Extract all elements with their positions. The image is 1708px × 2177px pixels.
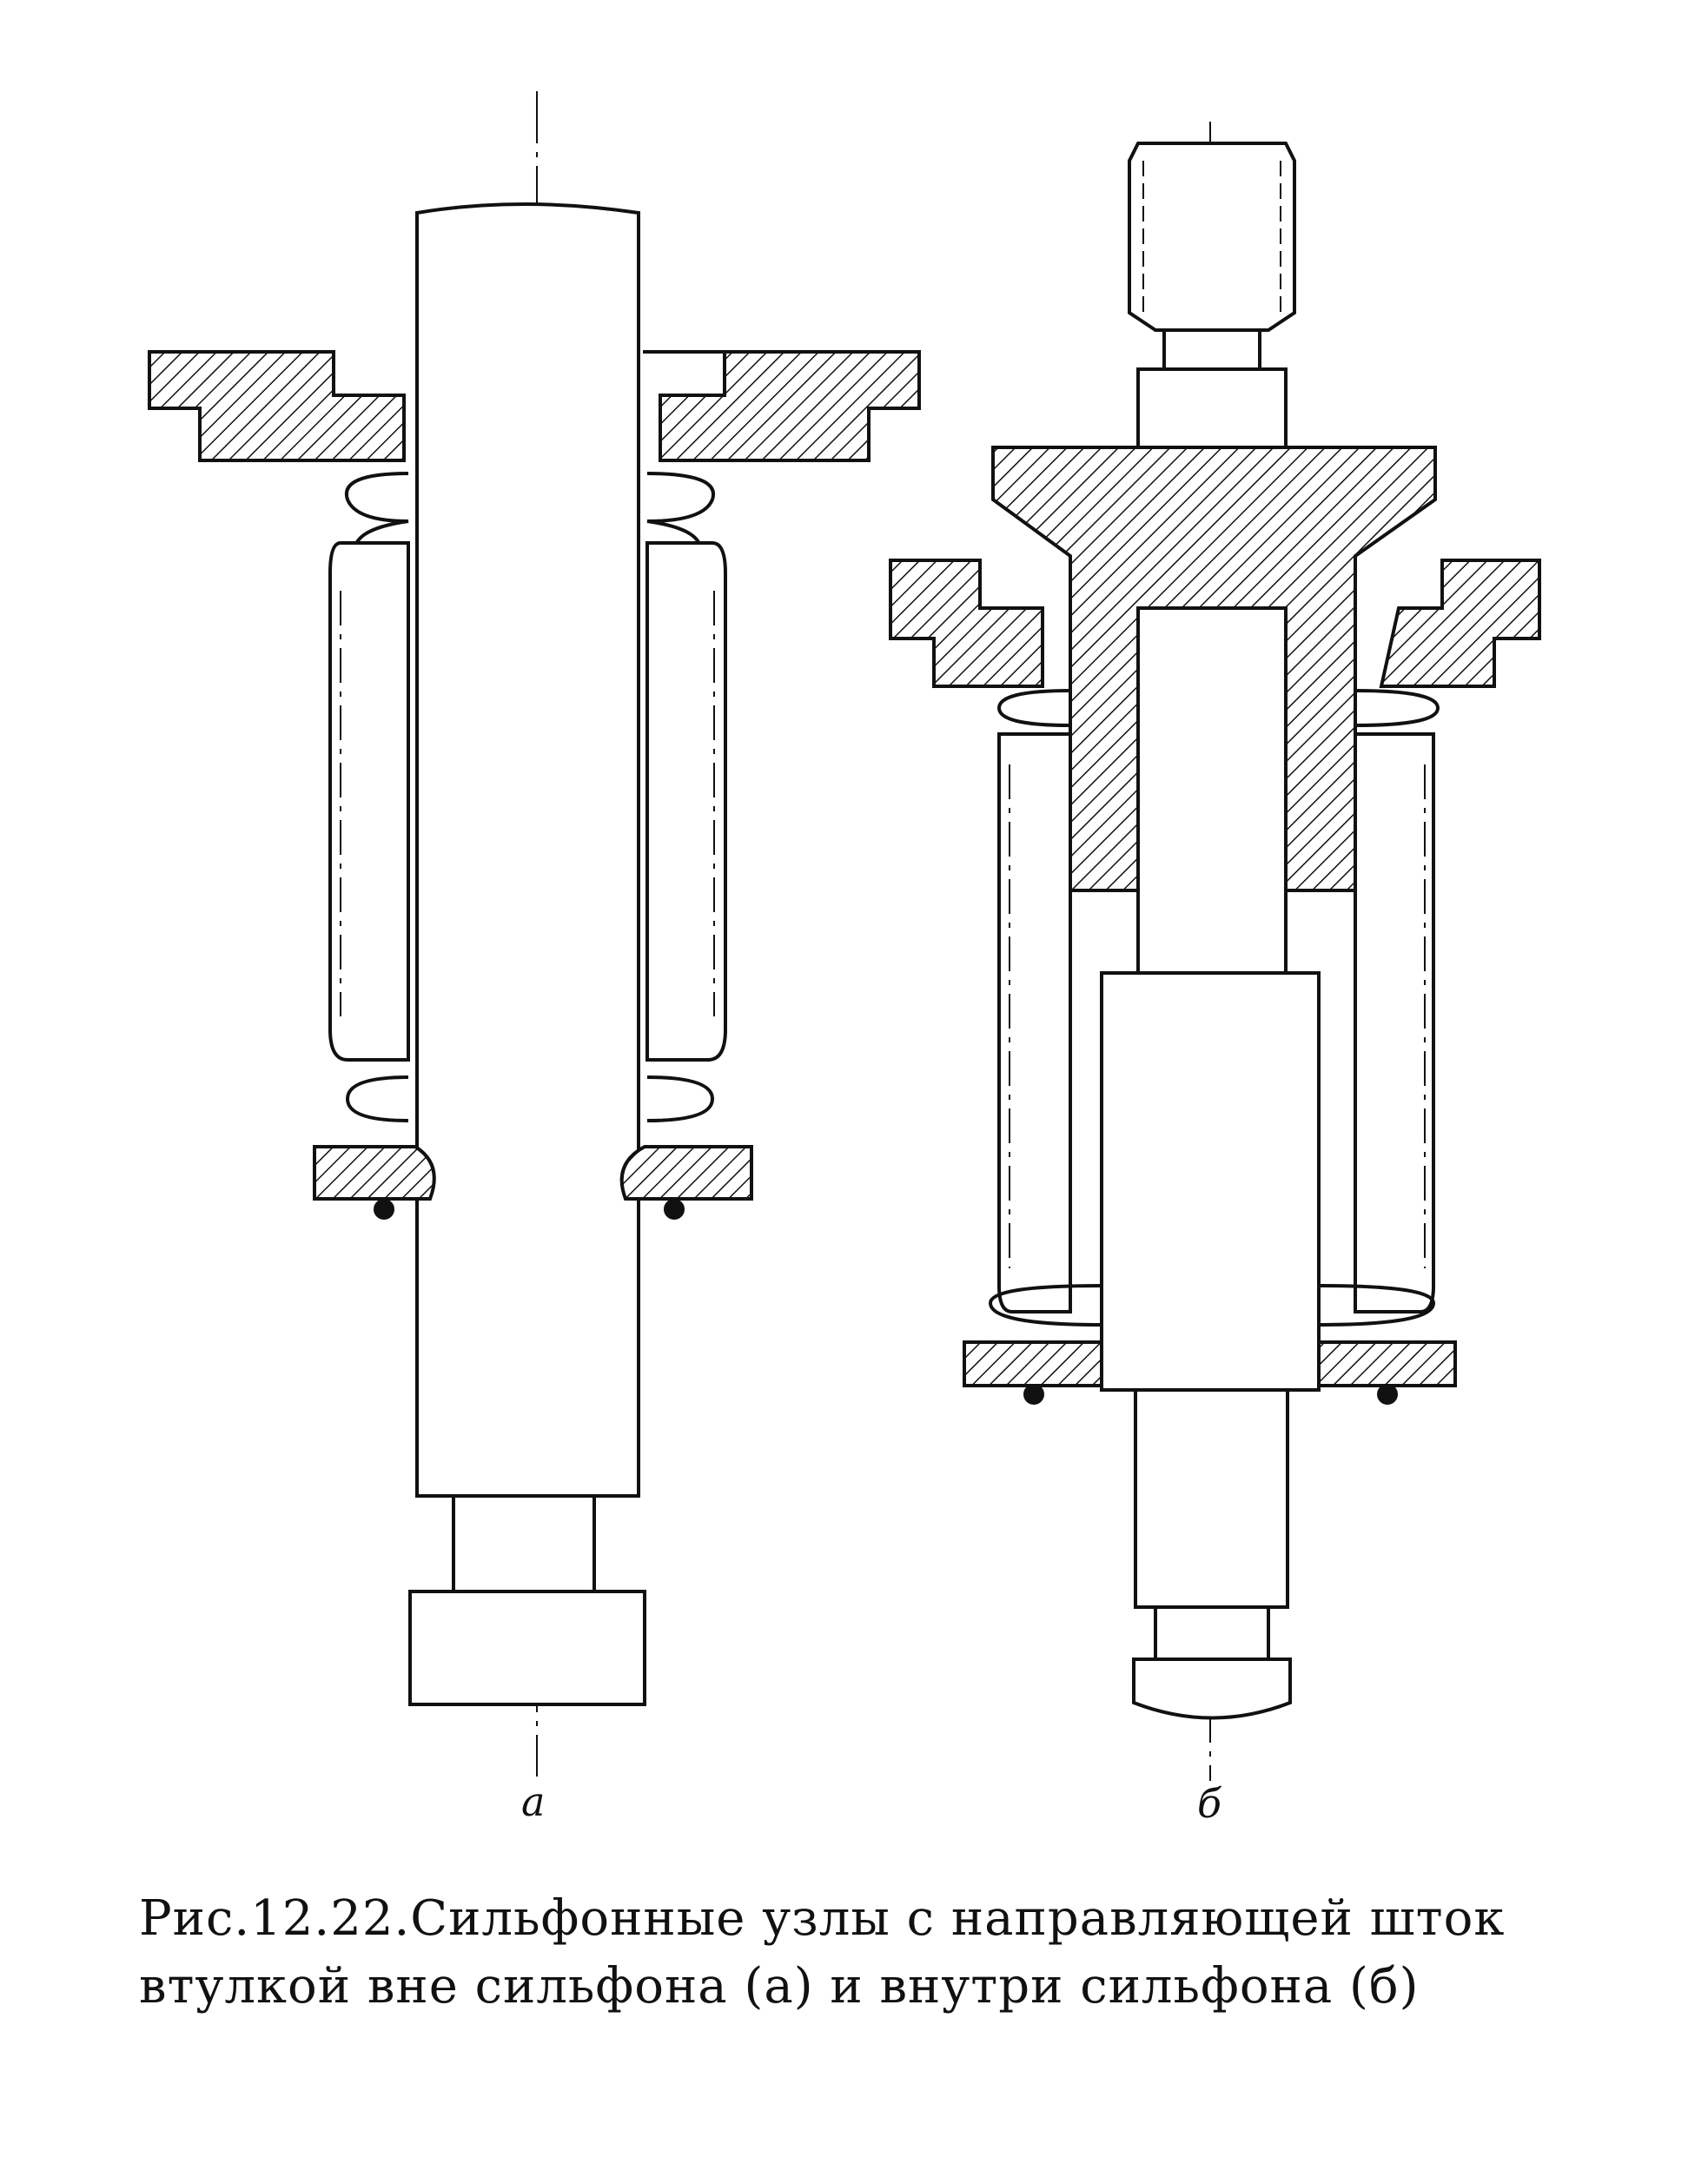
bellows-b-top-left — [996, 689, 1071, 727]
bushing-b-left — [963, 1340, 1103, 1387]
bellows-b-bottom-left — [988, 1284, 1102, 1327]
flange-b-right — [1379, 559, 1541, 688]
flange-b-left — [889, 559, 1044, 688]
bellows-a-bottom-left — [345, 1075, 409, 1122]
weld-bead-b-right — [1377, 1384, 1398, 1405]
flange-a-right — [643, 350, 921, 462]
bellows-a-top-right — [646, 472, 716, 557]
bellows-a-bottom-right — [646, 1075, 715, 1122]
stem-b-lower — [1100, 971, 1321, 1392]
stem-b-bottom-neck — [1154, 1605, 1270, 1661]
weld-bead-b-left — [1023, 1384, 1044, 1405]
bellows-a-body-right — [645, 541, 727, 1062]
weld-bead-a-left — [374, 1199, 394, 1220]
label-b: б — [1197, 1780, 1222, 1827]
flange-a-left — [148, 350, 406, 462]
bushing-b-right — [1317, 1340, 1457, 1387]
figure-caption: Рис.12.22.Сильфонные узлы с направляющей… — [139, 1885, 1529, 2021]
bellows-b-body-left — [997, 732, 1072, 1313]
bushing-a-right — [619, 1145, 753, 1201]
caption-line-2: втулкой вне сильфона (а) и внутри сильфо… — [139, 1958, 1420, 2015]
stem-b-neck-top — [1162, 328, 1261, 371]
label-a: а — [521, 1778, 545, 1825]
cap-b — [991, 446, 1437, 892]
weld-bead-a-right — [664, 1199, 685, 1220]
bellows-b-body-right — [1354, 732, 1435, 1313]
stem-a-end — [408, 1590, 646, 1706]
assembly-b — [889, 122, 1541, 1781]
stem-a — [415, 202, 640, 1498]
stem-b-thread — [1128, 142, 1296, 332]
bellows-b-top-right — [1354, 689, 1440, 727]
caption-line-1: Рис.12.22.Сильфонные узлы с направляющей… — [139, 1890, 1506, 1947]
assembly-a — [148, 91, 921, 1777]
stem-b-end — [1132, 1658, 1292, 1720]
bushing-a-left — [313, 1145, 436, 1201]
stem-a-neck — [452, 1494, 596, 1593]
bellows-a-body-left — [328, 541, 410, 1062]
stem-b-bottom — [1134, 1388, 1289, 1609]
bellows-b-bottom-right — [1318, 1284, 1436, 1327]
